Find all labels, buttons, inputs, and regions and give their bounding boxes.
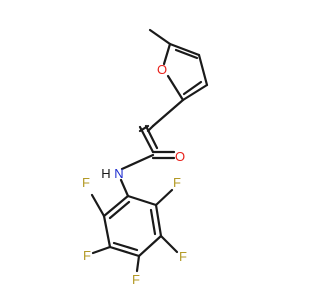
amide-hydrogen-label: H [101,166,110,181]
f-bond-2 [159,234,179,254]
ring-bond-6 [102,194,130,218]
fluorine-label-5: F [82,175,90,190]
furan-bond-o-c5 [162,42,172,66]
vinyl-double-bond-inner [144,124,159,150]
f-bond-5 [90,193,106,218]
fluorine-label-4: F [83,248,91,263]
vinyl-bond-1 [151,98,185,128]
n-aryl-bond [119,178,130,198]
carbonyl-oxygen-label: O [175,149,185,164]
furan-bond-c5-c4-inner [174,48,199,60]
ring-bond-4-inner [112,241,139,252]
furan-oxygen-label: O [157,62,167,77]
f-bond-4 [91,245,112,255]
f-bond-3 [135,254,141,273]
methyl-bond [148,28,172,46]
furan-bond-c3-c2 [181,83,209,102]
furan-bond-c4-c3 [197,53,209,87]
structure-svg: O O H N F F F F F [82,28,209,287]
furan-ring [148,28,209,102]
ring-bond-4 [108,245,141,258]
fluorine-label-2: F [179,249,187,264]
furan-bond-c3-c2-inner [182,80,203,96]
vinyl-double-bond [138,125,155,154]
f-bond-1 [154,188,174,207]
molecule-diagram: O O H N F F F F F [82,28,209,287]
furan-bond-c5-c4 [168,42,201,57]
ring-bond-6-inner [108,200,131,220]
pentafluorophenyl-ring [90,188,179,273]
ring-bond-3 [137,234,163,258]
ring-bond-2-inner [149,208,157,236]
amide-nitrogen-label: N [114,166,123,181]
ring-bond-2 [154,203,163,238]
fluorine-label-3: F [132,272,140,287]
carbonyl-c-n-bond [120,153,155,171]
furan-bond-c2-o [166,74,185,102]
atom-labels: O O H N F F F F F [82,62,187,287]
fluorine-label-1: F [173,175,181,190]
ring-bond-5 [102,214,112,249]
acrylamide-chain [119,98,185,198]
ring-bond-1 [126,194,158,207]
